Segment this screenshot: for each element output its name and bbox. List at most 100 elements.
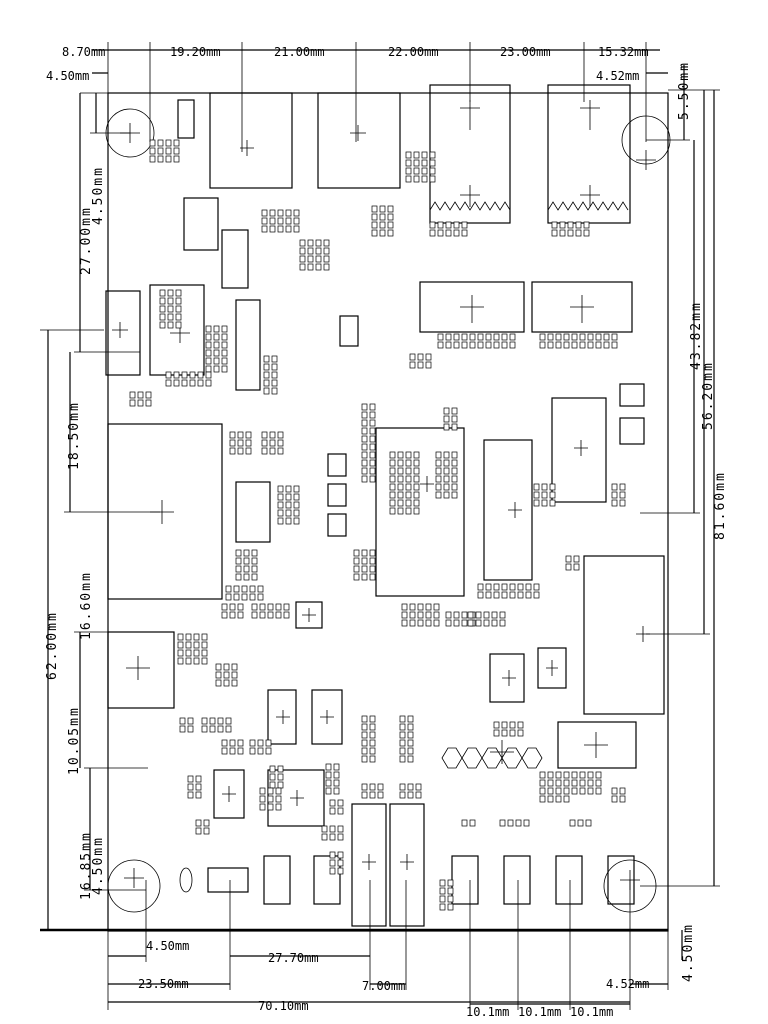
smd-pad [579, 787, 586, 795]
smd-pad [213, 333, 220, 341]
smd-pad [277, 431, 284, 439]
smd-pad [243, 565, 250, 573]
smd-pad [439, 895, 446, 903]
smd-pad [235, 565, 242, 573]
smd-pad [149, 139, 156, 147]
smd-pad [407, 755, 414, 763]
smd-pad [583, 229, 590, 237]
smd-pad [563, 341, 570, 349]
smd-pad [221, 325, 228, 333]
smd-pad [233, 593, 240, 601]
smd-pad [399, 723, 406, 731]
smd-pad [445, 619, 452, 627]
smd-pad [493, 591, 500, 599]
smd-pad [399, 715, 406, 723]
smd-pad [413, 451, 420, 459]
smd-pad [453, 221, 460, 229]
smd-pad [493, 721, 500, 729]
smd-pad [241, 593, 248, 601]
smd-pad [417, 603, 424, 611]
smd-pad [413, 507, 420, 515]
smd-pad [579, 771, 586, 779]
dimension-labels: 8.70mm 19.20mm 21.00mm 22.00mm 23.00mm 1… [45, 45, 728, 1019]
smd-pad [229, 447, 236, 455]
smd-pad [361, 467, 368, 475]
dim-top-right-offset: 4.52mm [596, 69, 639, 83]
smd-pad [461, 333, 468, 341]
smd-pad [409, 353, 416, 361]
smd-pad [491, 619, 498, 627]
smd-pad [229, 439, 236, 447]
smd-pad [145, 399, 152, 407]
smd-pad [401, 619, 408, 627]
smd-pad [361, 791, 368, 799]
smd-pad [389, 491, 396, 499]
smd-pad [451, 451, 458, 459]
smd-pad [387, 205, 394, 213]
smd-pad [249, 585, 256, 593]
smd-pad [571, 341, 578, 349]
smd-pad [275, 787, 282, 795]
smd-pad [307, 247, 314, 255]
smd-pad [213, 357, 220, 365]
smd-pad [451, 459, 458, 467]
smd-pad [491, 611, 498, 619]
smd-pad [321, 833, 328, 841]
smd-pad [477, 591, 484, 599]
smd-pad [379, 229, 386, 237]
smd-pad [337, 833, 344, 841]
smd-pad [547, 771, 554, 779]
smd-pad [205, 357, 212, 365]
smd-pad [205, 365, 212, 373]
smd-pad [387, 221, 394, 229]
smd-pad [333, 771, 340, 779]
smd-pad [175, 305, 182, 313]
smd-pad [405, 483, 412, 491]
smd-pad [389, 475, 396, 483]
smd-pad [277, 781, 284, 789]
smd-pad [501, 721, 508, 729]
smd-components [129, 139, 626, 911]
smd-pad [285, 485, 292, 493]
smd-pad [413, 159, 420, 167]
smd-pad [271, 355, 278, 363]
smd-pad [261, 447, 268, 455]
smd-pad [251, 565, 258, 573]
smd-pad [371, 205, 378, 213]
smd-pad [361, 557, 368, 565]
smd-pad [573, 563, 580, 571]
smd-pad [397, 467, 404, 475]
smd-pad [285, 209, 292, 217]
smd-pad [407, 783, 414, 791]
smd-pad [177, 641, 184, 649]
smd-pad [509, 729, 516, 737]
smd-pad [337, 851, 344, 859]
smd-pad [555, 779, 562, 787]
smd-pad [583, 221, 590, 229]
smd-pad [361, 459, 368, 467]
smd-pad [437, 341, 444, 349]
smd-pad [225, 725, 232, 733]
smd-pad [157, 155, 164, 163]
smd-pad [285, 509, 292, 517]
smd-pad [245, 447, 252, 455]
dim-bottom-1: 4.50mm [146, 939, 189, 953]
smd-pad [563, 779, 570, 787]
smd-pad [293, 225, 300, 233]
smd-pad [443, 491, 450, 499]
smd-pad [201, 657, 208, 665]
smd-pad [361, 573, 368, 581]
smd-pad [509, 583, 516, 591]
smd-pad [369, 755, 376, 763]
smd-pad [551, 221, 558, 229]
smd-pad [413, 499, 420, 507]
smd-pad [293, 501, 300, 509]
smd-pad [407, 791, 414, 799]
smd-pad [145, 391, 152, 399]
smd-pad [269, 447, 276, 455]
smd-pad [237, 431, 244, 439]
smd-pad [177, 633, 184, 641]
smd-pad [231, 671, 238, 679]
smd-pad [337, 825, 344, 833]
smd-pad [369, 731, 376, 739]
